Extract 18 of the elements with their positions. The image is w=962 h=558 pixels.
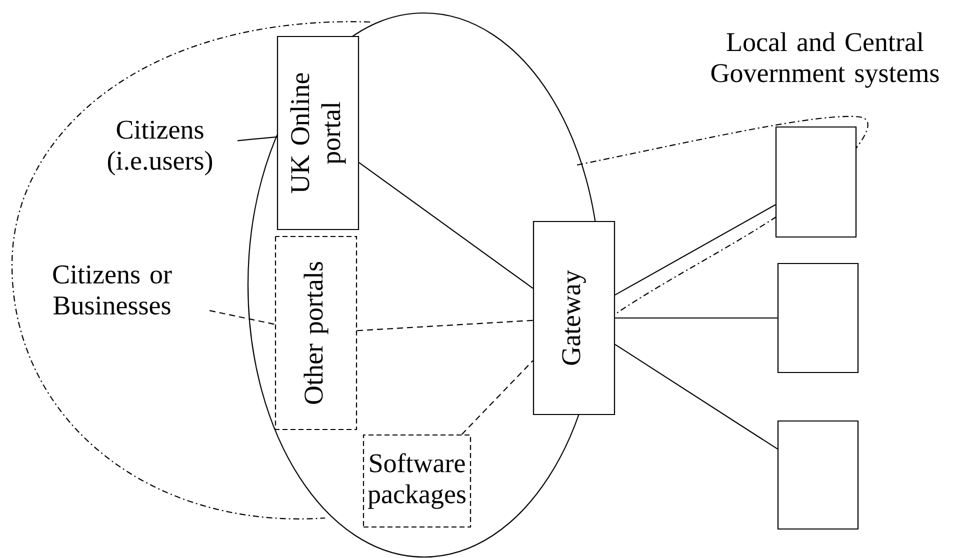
software-box: Software packages	[362, 434, 472, 528]
connector-line	[615, 317, 778, 319]
connector-line	[357, 320, 533, 332]
connector-line	[358, 162, 534, 289]
connector-line	[209, 310, 276, 325]
system-box	[775, 126, 857, 238]
citizens-text: Citizens (i.e.users)	[108, 120, 212, 176]
group-label: Local and Central Government systems	[711, 32, 939, 88]
connector-line	[614, 344, 778, 450]
portal-box: Other portals	[274, 236, 358, 430]
system-box	[777, 420, 859, 530]
citizens-text: Citizens or Businesses	[53, 265, 172, 315]
gateway-box: Gateway	[532, 220, 616, 416]
system-box	[777, 262, 859, 374]
connector-line	[238, 136, 277, 142]
portal-box: UK Online portal	[276, 36, 360, 230]
connector-line	[461, 360, 534, 435]
connector-line	[614, 204, 776, 296]
